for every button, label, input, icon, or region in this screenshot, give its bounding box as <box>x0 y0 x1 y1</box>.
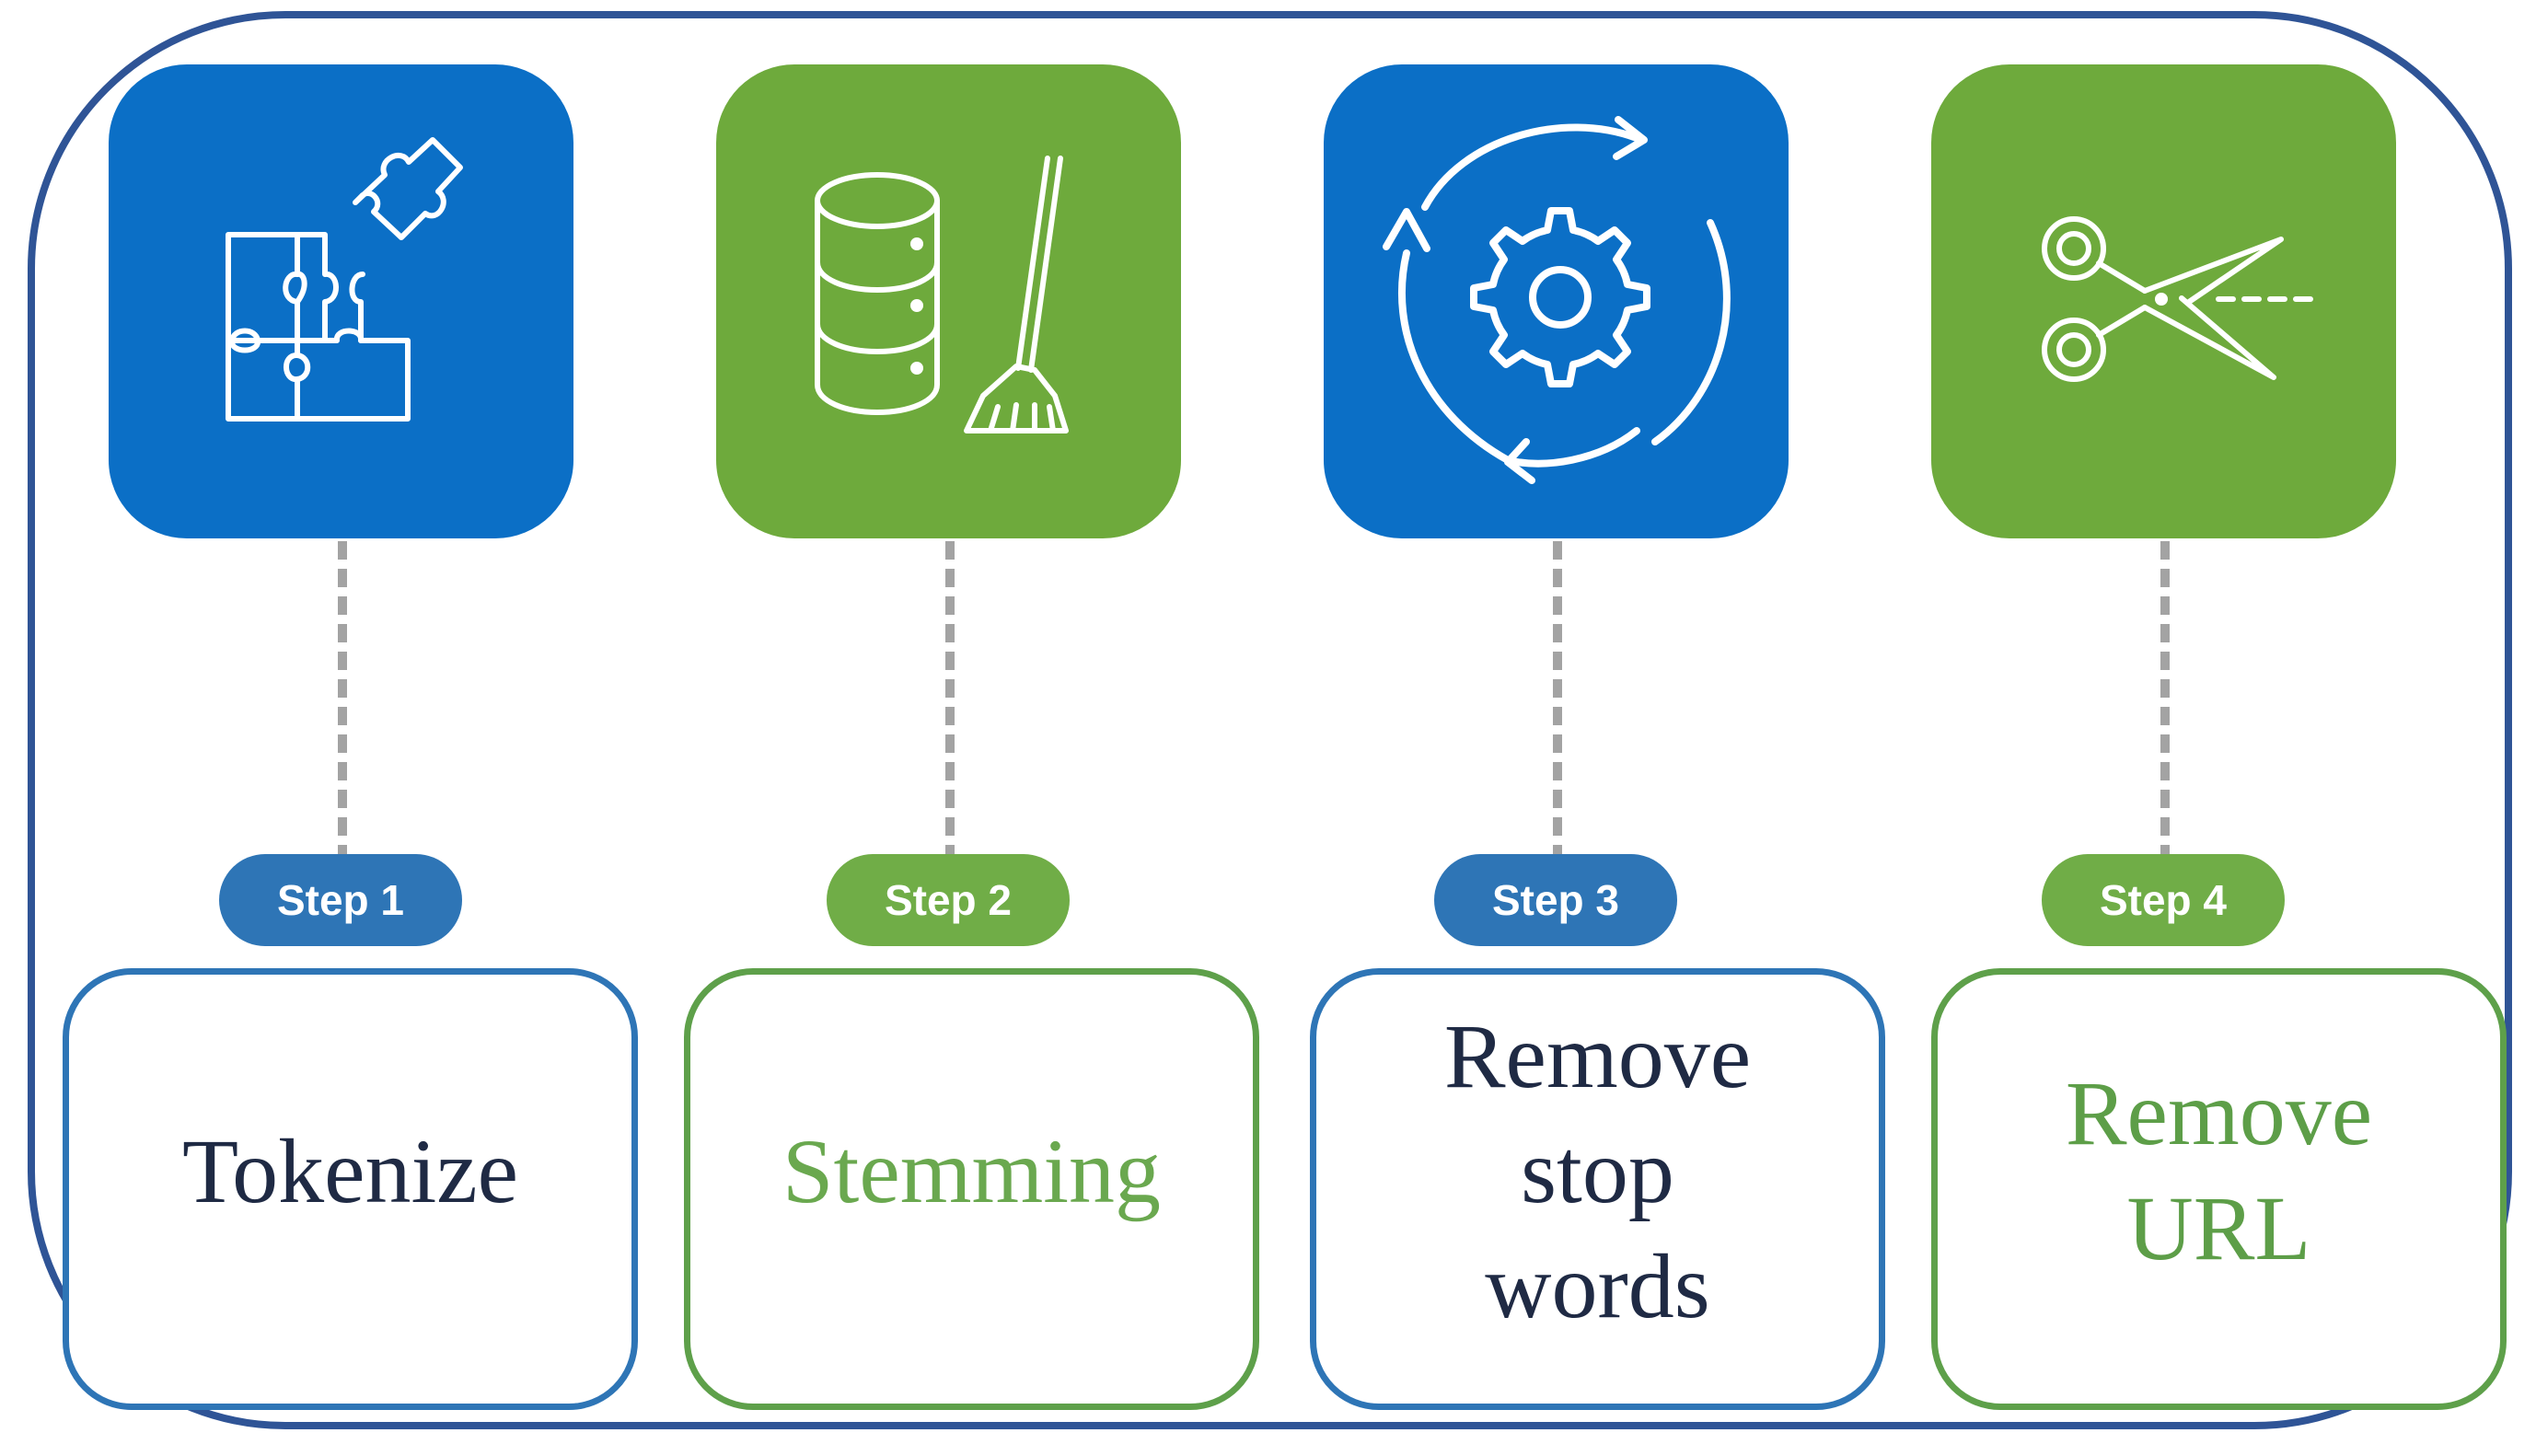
step-1-connector <box>338 541 347 863</box>
step-4-tile <box>1931 64 2396 538</box>
gear-cycle-icon <box>1383 116 1731 484</box>
step-4-box: Remove URL <box>1931 968 2507 1410</box>
step-2-badge: Step 2 <box>827 854 1070 946</box>
step-1-tile <box>109 64 573 538</box>
step-3-badge: Step 3 <box>1434 854 1677 946</box>
database-broom-icon <box>815 156 1069 433</box>
step-2-box: Stemming <box>684 968 1259 1410</box>
step-3-box: Remove stop words <box>1310 968 1885 1410</box>
puzzle-pieces-icon <box>226 137 463 422</box>
diagram-frame <box>28 11 2512 1429</box>
step-1-box: Tokenize <box>63 968 638 1410</box>
step-3-tile <box>1324 64 1789 538</box>
step-3-label: Remove stop words <box>1443 1004 1752 1337</box>
step-2-label: Stemming <box>782 1119 1162 1222</box>
step-2-tile <box>716 64 1181 538</box>
step-2-connector <box>945 541 955 863</box>
step-4-badge: Step 4 <box>2042 854 2285 946</box>
scissors-icon <box>2042 216 2321 382</box>
step-3-connector <box>1553 541 1562 863</box>
step-4-connector <box>2160 541 2170 863</box>
step-4-label: Remove URL <box>2065 1062 2373 1279</box>
step-1-label: Tokenize <box>181 1119 519 1222</box>
step-1-badge: Step 1 <box>219 854 462 946</box>
